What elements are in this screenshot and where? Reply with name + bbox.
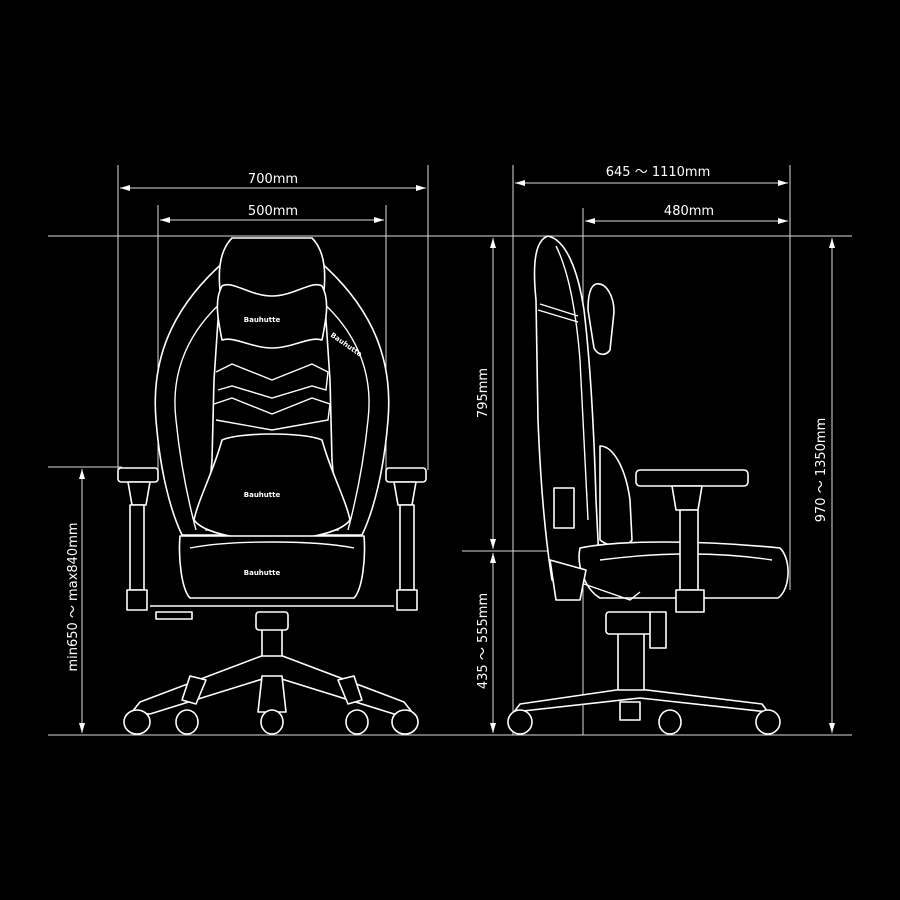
- label-armrest-height: min650 ～ max840mm: [66, 522, 81, 671]
- chair-front-view: Bauhutte Bauhutte Bauhutte Bauhutte: [117, 237, 427, 735]
- dimension-arrows: [79, 180, 835, 733]
- brand-logo-lumbar: Bauhutte: [244, 491, 281, 499]
- label-overall-height: 970 ～ 1350mm: [814, 418, 829, 523]
- label-seat-width: 500mm: [248, 204, 298, 219]
- reference-lines: [48, 165, 852, 736]
- brand-logo-seat: Bauhutte: [244, 569, 281, 577]
- caster-wheels-side: [507, 709, 781, 735]
- brand-logo-pillow: Bauhutte: [244, 316, 281, 324]
- label-seat-depth: 480mm: [664, 204, 714, 219]
- label-overall-depth: 645 ～ 1110mm: [606, 165, 711, 180]
- chair-side-view: [507, 235, 789, 735]
- label-overall-width: 700mm: [248, 172, 298, 187]
- label-backrest-height: 795mm: [476, 368, 491, 418]
- caster-wheels: [123, 709, 419, 735]
- label-seat-height: 435 ～ 555mm: [476, 593, 491, 689]
